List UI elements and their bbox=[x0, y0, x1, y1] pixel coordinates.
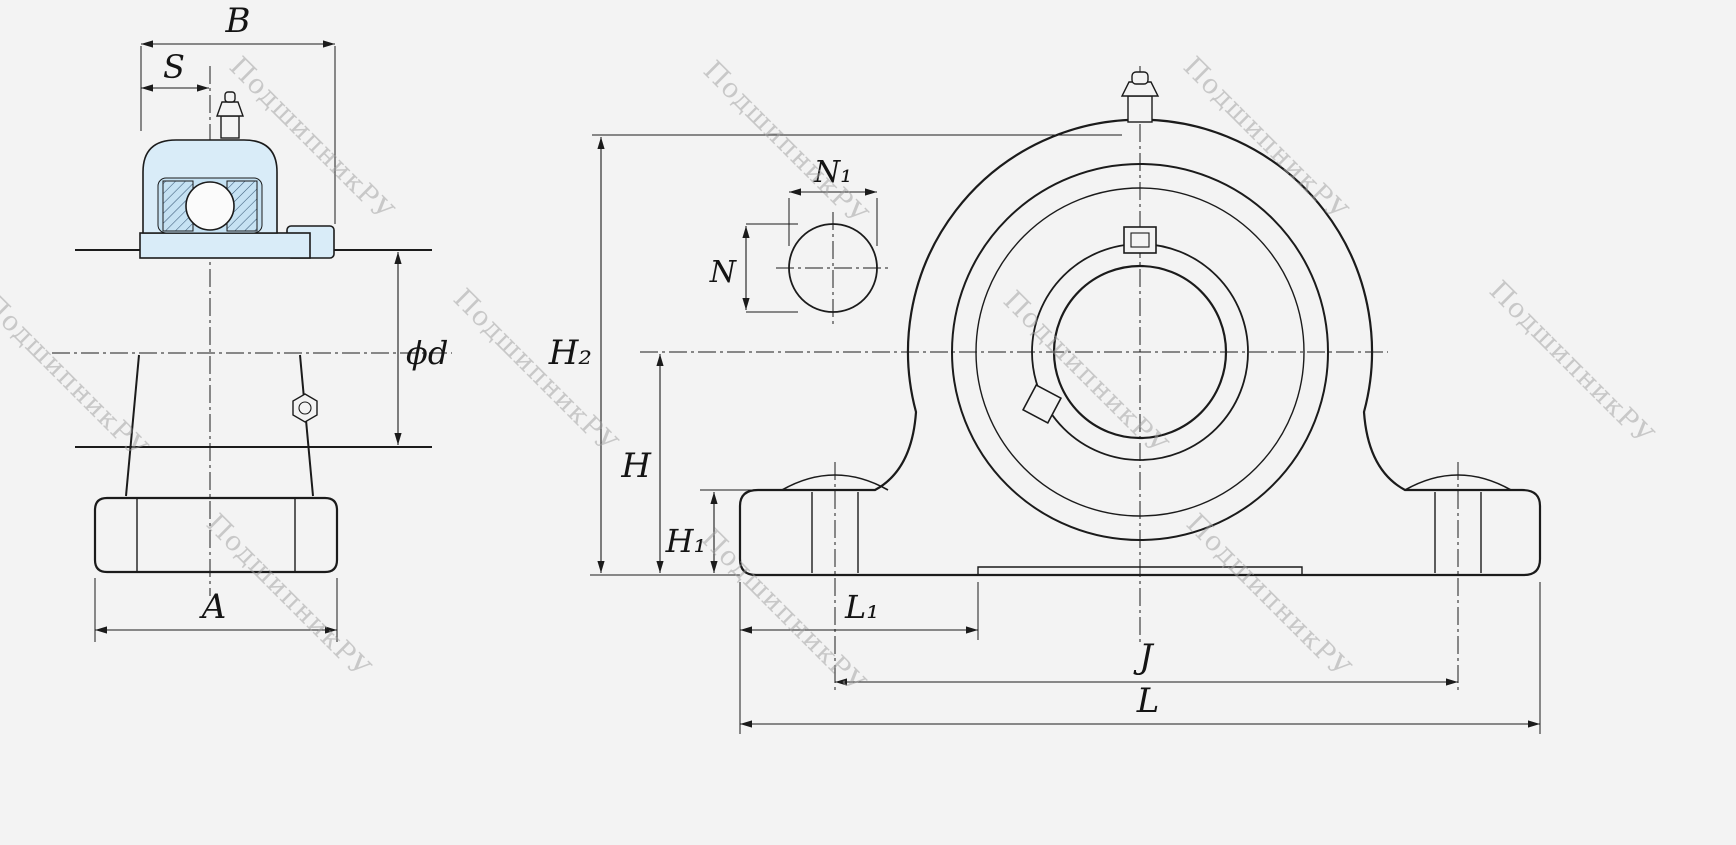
dimension-J: J bbox=[835, 637, 1458, 686]
side-view: B S ϕd A bbox=[52, 1, 452, 642]
dimension-phi-d: ϕd bbox=[394, 252, 448, 445]
dimension-label-B: B bbox=[225, 1, 251, 41]
dimension-label-N1: N₁ bbox=[813, 155, 852, 190]
dimension-S: S bbox=[141, 48, 209, 92]
dimension-N1: N₁ bbox=[788, 155, 878, 246]
watermark-text: ПодшипникРУ bbox=[0, 288, 154, 465]
dimension-A: A bbox=[94, 578, 338, 642]
dimension-label-H1: H₁ bbox=[665, 522, 707, 560]
shaft-outline bbox=[75, 249, 432, 448]
watermark-text: ПодшипникРУ bbox=[697, 55, 874, 232]
dimension-label-L: L bbox=[1136, 681, 1160, 721]
bolt-boss-right bbox=[1404, 474, 1512, 491]
dimension-label-A: A bbox=[199, 587, 227, 627]
dimension-L1: L₁ bbox=[739, 582, 979, 734]
dimension-label-S: S bbox=[163, 48, 185, 86]
bolt-hole-detail bbox=[776, 212, 892, 324]
dimension-label-phi-d: ϕd bbox=[406, 334, 448, 372]
watermark-text: ПодшипникРУ bbox=[997, 285, 1174, 462]
dimension-H2: H₂ bbox=[548, 134, 1122, 576]
bearing-ball bbox=[185, 181, 235, 231]
dimension-N: N bbox=[709, 223, 798, 313]
dimension-label-L1: L₁ bbox=[844, 588, 879, 626]
set-screw bbox=[1123, 226, 1157, 254]
front-view: N₁ N H₂ H H₁ bbox=[548, 66, 1542, 734]
dimension-label-J: J bbox=[1133, 637, 1155, 677]
cam-square bbox=[1021, 383, 1063, 425]
watermark-text: ПодшипникРУ bbox=[1483, 275, 1660, 452]
watermark-text: ПодшипникРУ bbox=[1180, 508, 1357, 685]
dimension-H: H bbox=[620, 354, 664, 573]
bolt-slot-left bbox=[811, 492, 859, 573]
housing-cap-side bbox=[139, 139, 335, 259]
base-plate-side bbox=[93, 496, 339, 574]
housing-strip bbox=[139, 232, 311, 259]
hex-bolt bbox=[292, 393, 318, 423]
bolt-slot-right bbox=[1434, 492, 1482, 573]
bearing-rings bbox=[951, 163, 1329, 541]
grease-fitting-side bbox=[216, 91, 244, 139]
watermark-text: ПодшипникРУ bbox=[200, 508, 377, 685]
dimension-label-N: N bbox=[709, 255, 738, 290]
watermark-text: ПодшипникРУ bbox=[447, 283, 624, 460]
pedestal-outline bbox=[125, 354, 314, 497]
dimension-H1: H₁ bbox=[665, 489, 752, 573]
bolt-boss-left bbox=[781, 474, 889, 491]
housing-outline bbox=[738, 118, 1542, 577]
dimension-L: L bbox=[740, 582, 1541, 734]
base-bottom-recess bbox=[977, 566, 1303, 575]
dimension-label-H2: H₂ bbox=[548, 333, 592, 373]
grease-nipple-front bbox=[1120, 71, 1160, 123]
dimension-label-H: H bbox=[620, 446, 652, 486]
